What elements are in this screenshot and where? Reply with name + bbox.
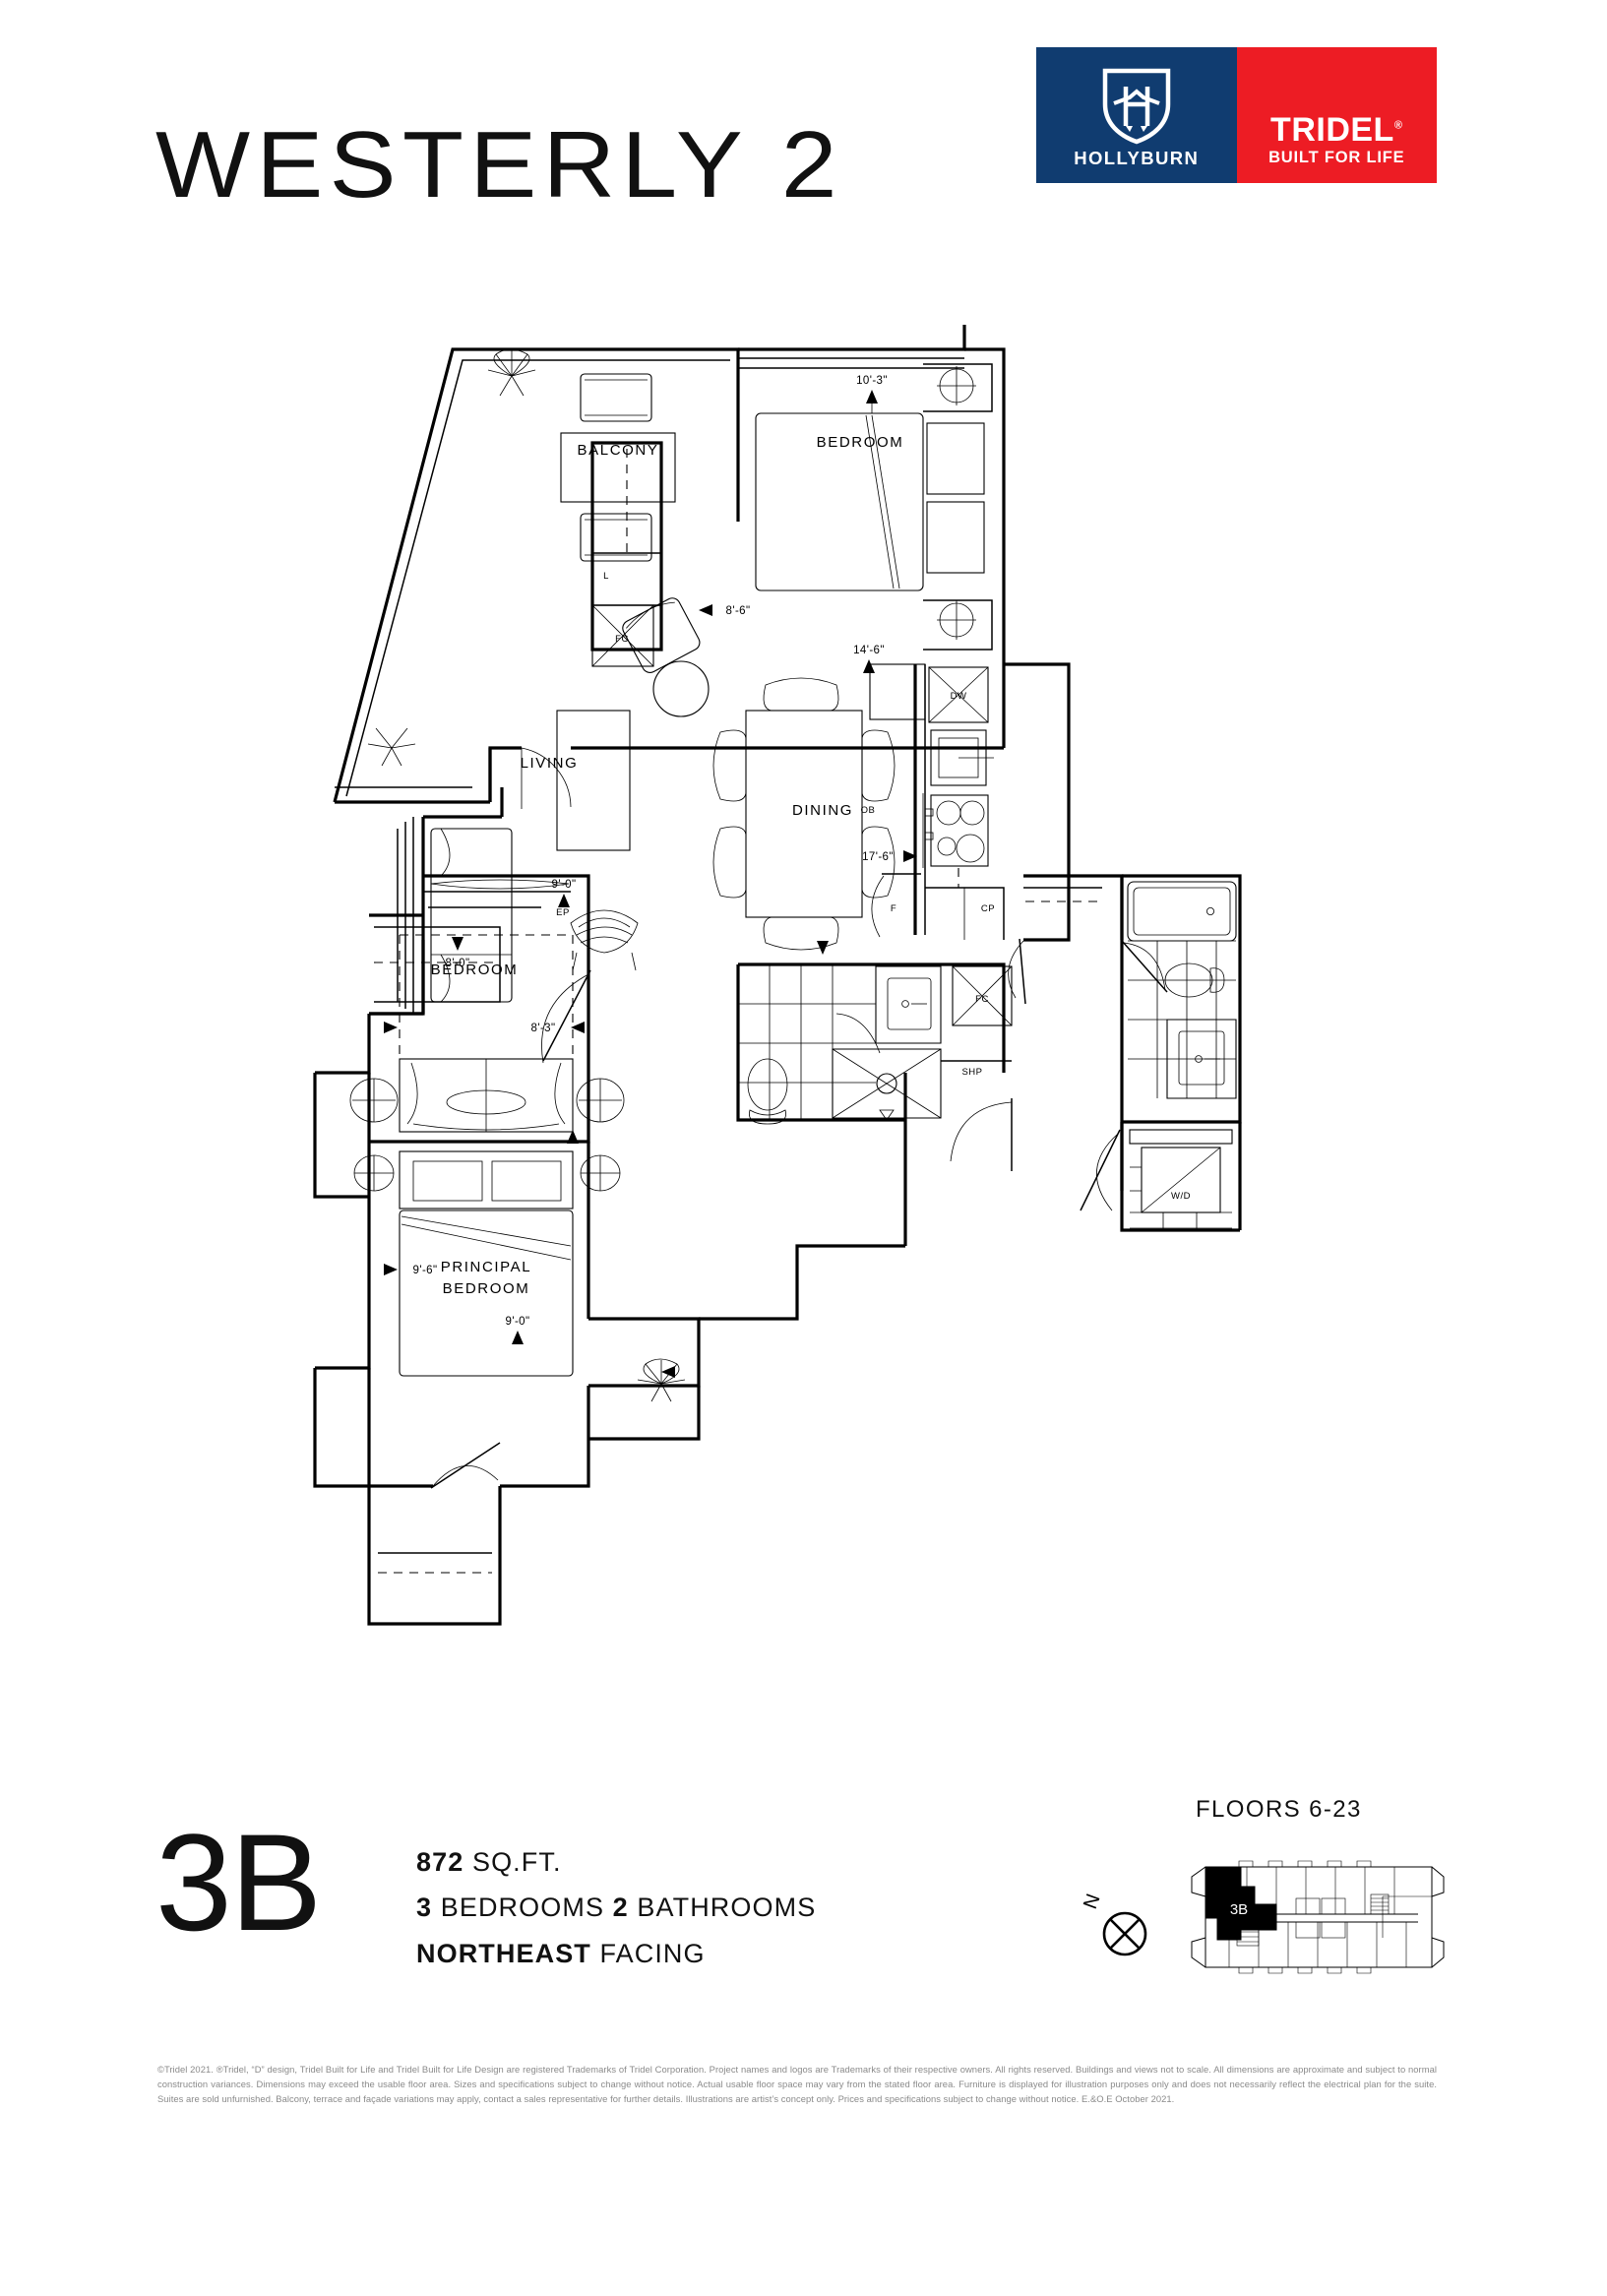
fixture-tag-oven-burner: OB <box>861 805 876 816</box>
shield-icon <box>1102 68 1170 145</box>
fixture-tag-linen: L <box>603 571 609 582</box>
suite-bathroom-label: BATHROOMS <box>637 1893 817 1923</box>
suite-area-value: 872 <box>416 1847 464 1877</box>
dimension-markers-top: 10'-3" 8'-6" 14'-6" <box>699 375 888 673</box>
dimension-8-3: 8'-3" <box>531 1023 556 1034</box>
kitchen: DW OB F 17'-6" <box>861 662 1071 942</box>
fixture-tag-dishwasher: DW <box>951 691 967 702</box>
room-label-bedroom-north: BEDROOM <box>817 434 904 451</box>
hollyburn-wordmark: HOLLYBURN <box>1074 148 1200 168</box>
key-plan: FLOORS 6-23 N <box>1068 1796 1461 2022</box>
hollyburn-logo: HOLLYBURN <box>1036 47 1237 183</box>
key-plan-highlighted-unit <box>1205 1866 1277 1941</box>
room-label-principal-bedroom-line2: BEDROOM <box>443 1280 530 1297</box>
dimension-10-3: 10'-3" <box>856 375 888 387</box>
suite-facing-direction: NORTHEAST <box>416 1938 591 1968</box>
tridel-tagline: BUILT FOR LIFE <box>1268 149 1405 166</box>
floors-label: FLOORS 6-23 <box>1196 1796 1362 1823</box>
dimension-8-6: 8'-6" <box>726 605 751 617</box>
dimension-17-6: 17'-6" <box>862 851 894 863</box>
dimension-8-0: 8'-0" <box>446 958 470 969</box>
fixture-tag-fancoil-south: FC <box>975 994 989 1005</box>
fixture-tag-coat-closet: CP <box>981 903 995 914</box>
floor-plan-drawing: BALCONY BEDROOM L FC <box>313 325 1242 1626</box>
dimension-9-0-living: 9'-0" <box>552 879 577 891</box>
suite-bedroom-label: BEDROOMS <box>440 1893 605 1923</box>
principal-bedroom: PRINCIPAL BEDROOM <box>313 1142 686 1626</box>
room-label-bedroom-middle: BEDROOM <box>431 962 519 978</box>
suite-facing-line: NORTHEAST FACING <box>416 1931 816 1976</box>
suite-summary: 3B 872 SQ.FT. 3 BEDROOMS 2 BATHROOMS NOR… <box>155 1814 844 2022</box>
dimension-markers-lower: 9'-0" 8'-0" 8'-3" 9'-6" 9'-0" <box>384 879 675 1378</box>
suite-code: 3B <box>155 1805 322 1959</box>
room-label-principal-bedroom-line1: PRINCIPAL <box>441 1259 531 1275</box>
tridel-name: TRIDEL <box>1270 111 1394 149</box>
room-label-living: LIVING <box>521 755 579 772</box>
fixture-tag-fridge: F <box>891 903 896 914</box>
logo-bar: HOLLYBURN TRIDEL® BUILT FOR LIFE <box>1036 47 1437 183</box>
key-plan-unit-label: 3B <box>1230 1901 1248 1918</box>
living-room: LIVING <box>369 597 710 1016</box>
room-label-balcony: BALCONY <box>578 442 659 459</box>
dimension-9-6: 9'-6" <box>413 1265 438 1276</box>
bedroom-middle: EP BEDROOM <box>313 874 625 1199</box>
suite-specs: 872 SQ.FT. 3 BEDROOMS 2 BATHROOMS NORTHE… <box>416 1839 816 1976</box>
registered-mark-icon: ® <box>1393 119 1403 132</box>
suite-bathroom-count: 2 <box>612 1893 629 1923</box>
dimension-9-0-principal: 9'-0" <box>506 1316 530 1328</box>
floor-plan: BALCONY BEDROOM L FC <box>276 325 1368 1801</box>
fixture-tag-shp: SHP <box>961 1067 982 1078</box>
page-header: WESTERLY 2 HOLLYBURN TRIDEL® BUILT FOR L… <box>0 0 1607 295</box>
room-label-dining: DINING <box>792 802 853 819</box>
balcony-area: BALCONY <box>333 347 740 809</box>
fixture-tag-electrical-panel: EP <box>556 907 570 918</box>
page-title: WESTERLY 2 <box>155 112 843 217</box>
tridel-logo: TRIDEL® BUILT FOR LIFE <box>1236 47 1437 183</box>
suite-area-line: 872 SQ.FT. <box>416 1839 816 1885</box>
compass-icon: N <box>1080 1892 1147 1956</box>
dimension-14-6: 14'-6" <box>853 645 885 656</box>
dining-room: DINING <box>712 677 896 951</box>
laundry: W/D <box>1080 1122 1242 1232</box>
disclaimer-text: ©Tridel 2021. ®Tridel, “D” design, Tride… <box>157 2064 1437 2105</box>
key-plan-diagram: 3B <box>1191 1860 1445 1974</box>
compass-north-label: N <box>1080 1892 1105 1912</box>
suite-area-unit: SQ.FT. <box>471 1847 562 1877</box>
suite-rooms-line: 3 BEDROOMS 2 BATHROOMS <box>416 1885 816 1930</box>
exterior-walls <box>500 1120 907 1488</box>
suite-facing-label: FACING <box>599 1938 706 1968</box>
suite-bedroom-count: 3 <box>416 1893 433 1923</box>
fixture-tag-fancoil-north: FC <box>615 634 629 645</box>
bedroom-north: BEDROOM L FC <box>590 325 1006 750</box>
ensuite-bathroom: FC SHP <box>736 941 1013 1171</box>
tridel-wordmark: TRIDEL® <box>1270 113 1402 147</box>
fixture-tag-washer-dryer: W/D <box>1171 1191 1191 1202</box>
